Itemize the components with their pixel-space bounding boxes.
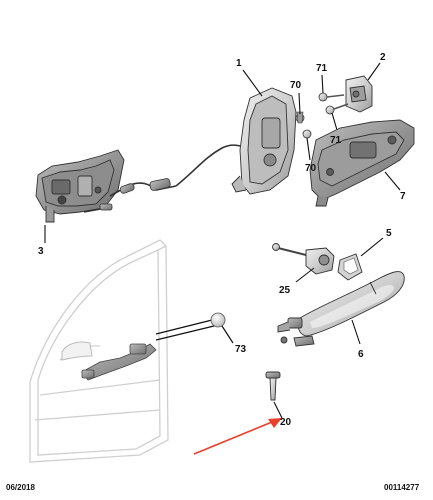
callout-70-lower: 70 [305, 163, 317, 174]
leader-5 [360, 237, 384, 257]
leader-71-lower [331, 112, 338, 131]
leader-1 [242, 69, 263, 97]
callout-7: 7 [400, 191, 406, 202]
callout-70-upper: 70 [290, 80, 302, 91]
callout-73: 73 [235, 344, 247, 355]
handle-seal [337, 253, 363, 281]
leader-2 [367, 62, 381, 81]
leader-73 [155, 319, 234, 344]
leader-71-upper [321, 74, 324, 94]
door-mirror-mount [61, 341, 93, 361]
handle-bracket [309, 119, 415, 207]
leader-6 [351, 319, 361, 345]
outer-door-handle [297, 271, 405, 337]
screw-71-lower [325, 103, 349, 115]
door-internal-handle-assembly [81, 343, 157, 381]
callout-6: 6 [358, 349, 364, 360]
lock-control-module [231, 87, 297, 195]
leader-70-upper [298, 92, 301, 115]
rivet-screw [265, 371, 281, 401]
callout-20: 20 [280, 417, 292, 428]
lock-cylinder [272, 243, 335, 275]
callout-2: 2 [380, 52, 386, 63]
callout-71-upper: 71 [316, 63, 328, 74]
callout-3: 3 [38, 246, 44, 257]
screw-70-lower [302, 129, 312, 139]
handle-connector [277, 317, 315, 347]
callout-71-lower: 71 [330, 135, 342, 146]
leader-7 [384, 171, 401, 191]
door-striker [345, 75, 373, 113]
cable-sleeves [99, 178, 171, 211]
callout-25: 25 [279, 285, 291, 296]
red-pointer-arrow [193, 418, 282, 455]
leader-20 [273, 401, 283, 419]
door-outline [29, 239, 169, 463]
leader-70-lower [306, 137, 311, 161]
callout-1: 1 [236, 58, 242, 69]
door-lock-mechanism [35, 149, 125, 223]
grommet-plug [210, 312, 226, 328]
footer-date: 06/2018 [6, 483, 35, 492]
screw-71-upper [318, 92, 345, 102]
leader-25 [295, 267, 315, 283]
callout-5: 5 [386, 228, 392, 239]
footer-code: 00114277 [384, 483, 420, 492]
